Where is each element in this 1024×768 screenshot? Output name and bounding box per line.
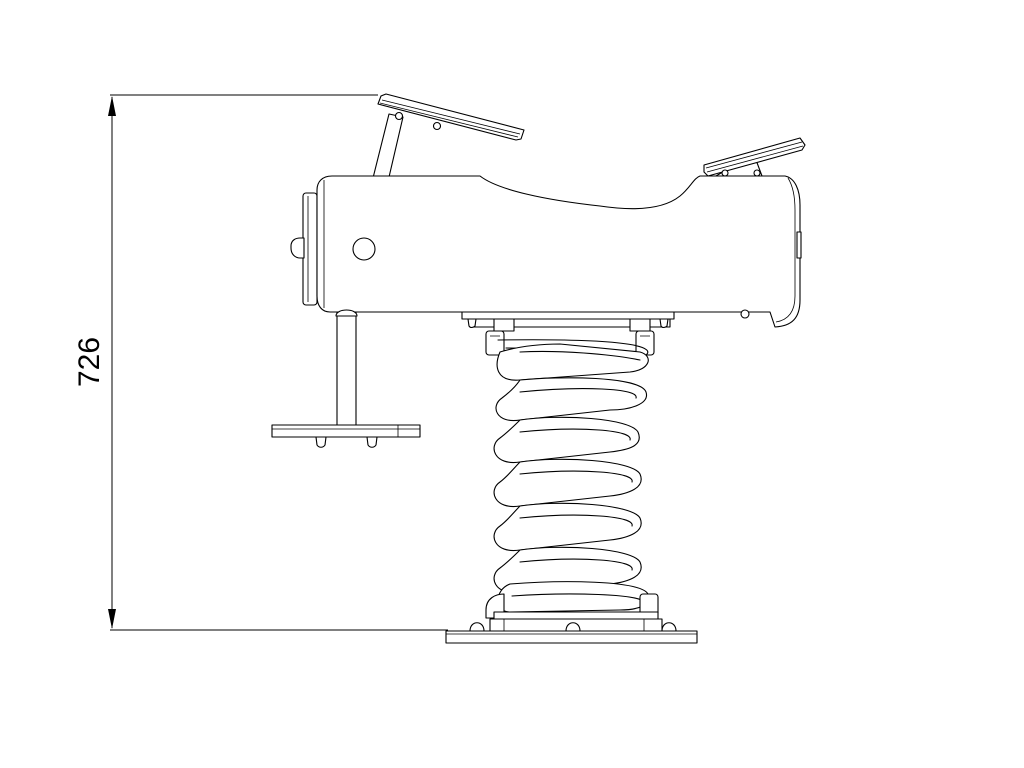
dimension-arrow-top (108, 96, 116, 116)
spring-coil (496, 343, 649, 381)
upper-spring-bracket (461, 311, 675, 356)
rear-bump (796, 231, 802, 259)
spring-coil (493, 458, 642, 507)
rear-handle (703, 137, 806, 177)
footrest-bolt-icon (366, 436, 378, 448)
handle-hole-icon (352, 237, 376, 261)
front-handle-bolt-icon (394, 111, 404, 121)
dimension-label: 726 (73, 337, 106, 387)
spring-coil (493, 416, 640, 463)
footrest-post (336, 311, 357, 427)
rear-handle-bolt-icon (753, 169, 761, 177)
front-bolt-icon (290, 237, 305, 259)
upper-bolt-icon (659, 318, 669, 329)
rear-handle-grip (703, 137, 806, 177)
footrest (271, 309, 421, 448)
body-shell (316, 175, 801, 328)
lower-bolt-icon (469, 622, 485, 632)
height-dimension: 726 (73, 94, 448, 631)
upper-bolt-icon (467, 318, 477, 329)
lower-bolt-icon (661, 622, 677, 632)
upper-mount-plate (461, 311, 675, 320)
spring-coil (493, 502, 642, 551)
dimension-arrow-bottom (108, 609, 116, 629)
footrest-bolt-icon (315, 436, 327, 448)
rider-body (290, 175, 802, 328)
front-face-plate (302, 192, 318, 306)
footrest-plate (271, 424, 421, 438)
front-handle (370, 93, 525, 191)
base-plate (445, 630, 698, 644)
lower-spring-bracket (445, 593, 698, 644)
spring-coil (495, 377, 647, 422)
coil-spring (493, 339, 650, 613)
front-handle-bolt-icon (432, 121, 442, 131)
rear-body-bolt-icon (740, 309, 750, 319)
rear-handle-bolt-icon (721, 169, 729, 177)
